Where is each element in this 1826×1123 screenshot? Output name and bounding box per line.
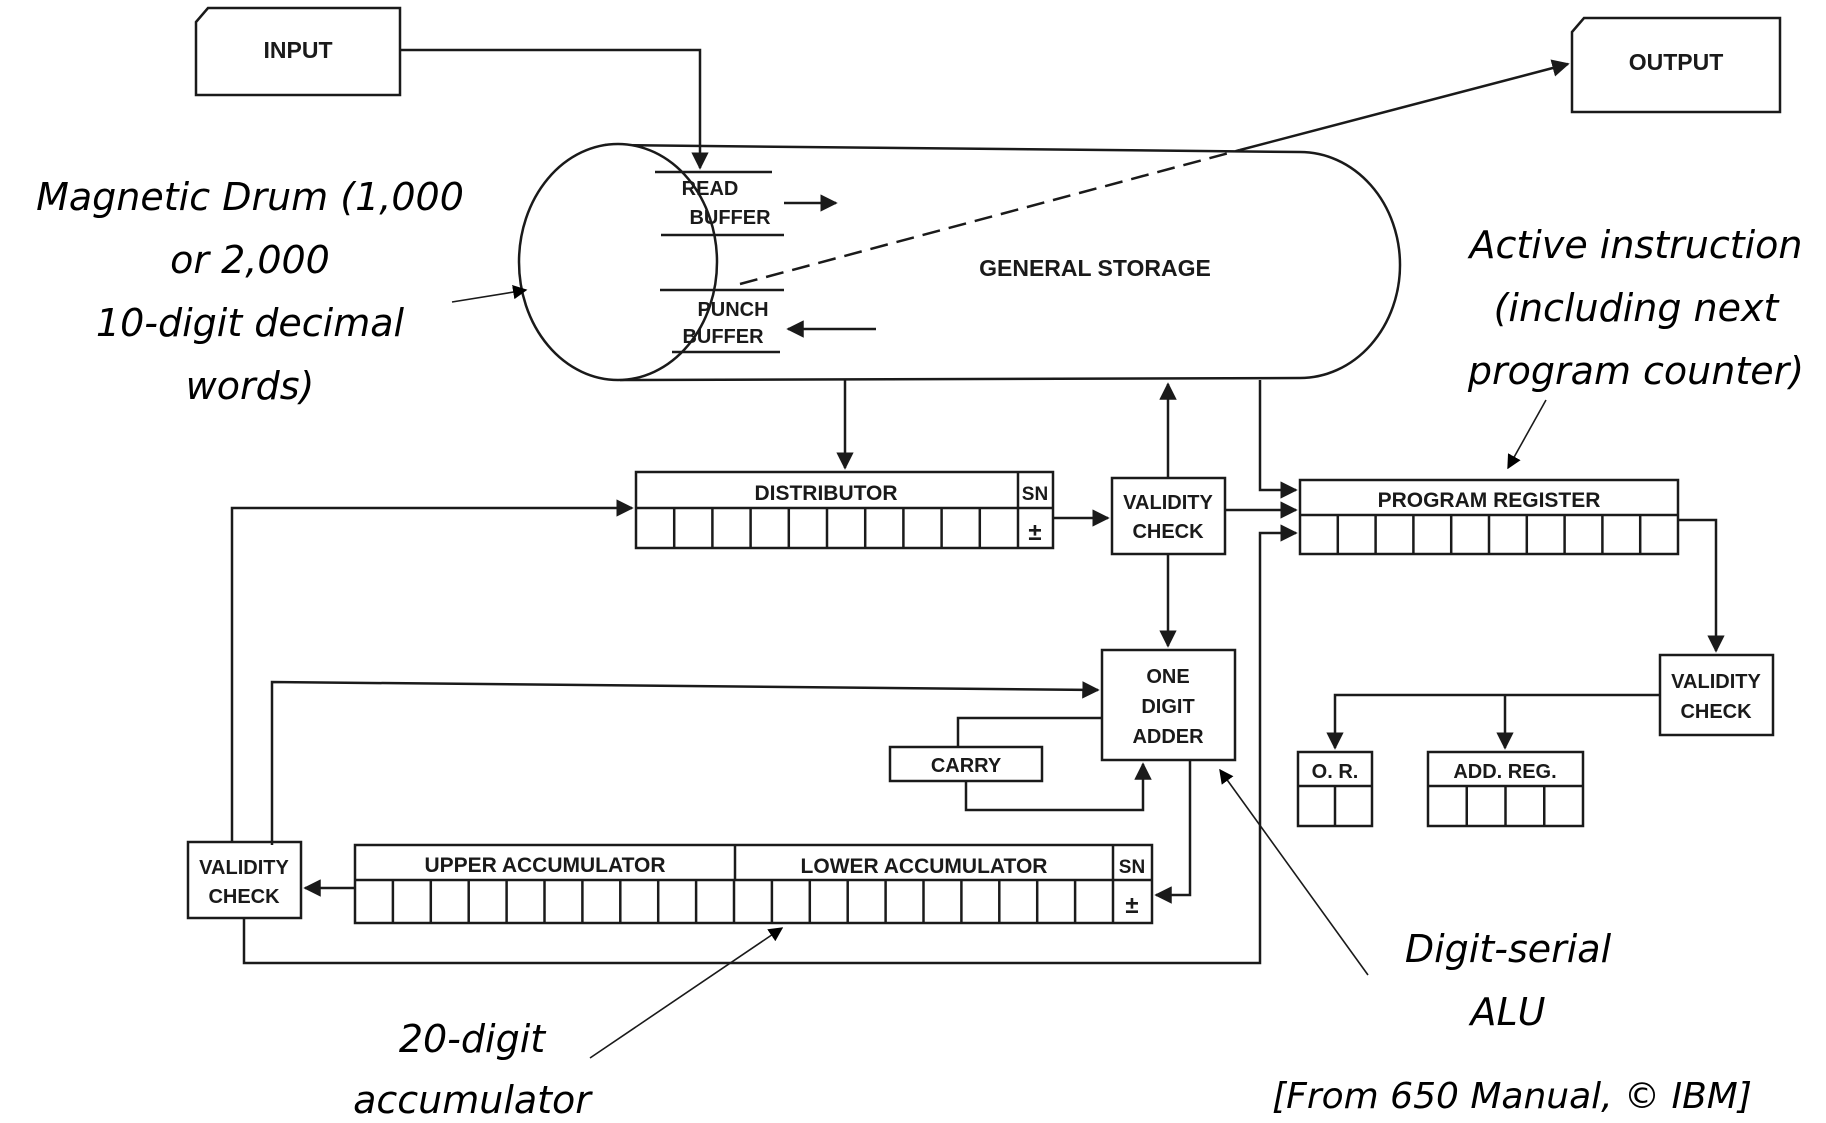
alu-annotation: Digit-serial ALU [1219, 768, 1612, 1034]
input-to-read-buffer-arrow [400, 48, 709, 170]
validity-check-right: VALIDITY CHECK [1658, 653, 1775, 737]
drum-note-line-2: or 2,000 [170, 238, 330, 282]
output-label: OUTPUT [1629, 49, 1724, 75]
carry-return-arrow [964, 762, 1152, 812]
program-register-to-validity-arrow [1678, 518, 1725, 653]
adder-to-accumulator-arrow [1154, 760, 1192, 904]
validity-check-top: VALIDITY CHECK [1110, 476, 1227, 556]
alu-note-pointer [1219, 768, 1369, 976]
program-register-label: PROGRAM REGISTER [1378, 489, 1601, 512]
validity-to-distributor-arrow [230, 499, 634, 842]
flow-connectors [230, 380, 1725, 965]
op-register: O. R. [1296, 750, 1374, 828]
accumulator-register: UPPER ACCUMULATOR LOWER ACCUMULATOR SN ± [353, 843, 1154, 925]
adder-label-3: ADDER [1132, 726, 1204, 748]
adder-label-2: DIGIT [1141, 696, 1194, 718]
carry-loop-arrow [956, 716, 1102, 747]
drum-note-line-4: words) [186, 364, 315, 408]
validity-check-top-label-2: CHECK [1132, 521, 1204, 543]
adder-label-1: ONE [1146, 666, 1189, 688]
read-buffer-label-1: READ [682, 178, 739, 200]
drum-note-line-1: Magnetic Drum (1,000 [36, 175, 464, 219]
alu-note-line-2: ALU [1468, 990, 1546, 1034]
distributor-label: DISTRIBUTOR [754, 482, 897, 505]
validity-check-right-label-2: CHECK [1680, 701, 1752, 723]
punch-buffer-label-2: BUFFER [682, 326, 764, 348]
validity-check-top-label-1: VALIDITY [1123, 492, 1213, 514]
upper-accumulator-label: UPPER ACCUMULATOR [424, 854, 665, 877]
active-instruction-pointer [1507, 399, 1547, 470]
read-buffer: READ BUFFER [655, 170, 784, 237]
carry-register: CARRY [888, 745, 1044, 783]
output-card: OUTPUT [1570, 16, 1782, 114]
validity-check-right-label-1: VALIDITY [1671, 671, 1761, 693]
accumulator-note-line-2: accumulator [353, 1078, 593, 1122]
validity-to-program-register-bottom-arrow [242, 524, 1298, 965]
accumulator-annotation: 20-digit accumulator [353, 927, 784, 1122]
magnetic-drum: READ BUFFER PUNCH BUFFER GENERAL STORAGE [517, 142, 1402, 382]
address-register-label: ADD. REG. [1453, 761, 1556, 783]
drum-annotation: Magnetic Drum (1,000 or 2,000 10-digit d… [36, 175, 528, 408]
distributor-sign-value: ± [1028, 519, 1041, 546]
active-instruction-annotation: Active instruction (including next progr… [1466, 223, 1804, 470]
lower-accumulator-label: LOWER ACCUMULATOR [801, 855, 1048, 878]
accumulator-sign-label: SN [1119, 857, 1145, 878]
read-buffer-label-2: BUFFER [689, 207, 771, 229]
active-instruction-line-2: (including next [1494, 286, 1781, 330]
distributor-sign-label: SN [1022, 484, 1048, 505]
op-register-label: O. R. [1312, 761, 1359, 783]
punch-to-output-path [739, 148, 1241, 286]
general-storage-label: GENERAL STORAGE [979, 255, 1211, 281]
active-instruction-line-1: Active instruction [1466, 223, 1802, 267]
one-digit-adder: ONE DIGIT ADDER [1100, 648, 1237, 762]
accumulator-note-pointer [589, 927, 784, 1059]
active-instruction-line-3: program counter) [1467, 349, 1804, 393]
input-card: INPUT [194, 6, 402, 97]
validity-check-left: VALIDITY CHECK [186, 840, 303, 920]
validity-check-left-label-1: VALIDITY [199, 857, 289, 879]
accumulator-note-line-1: 20-digit [399, 1017, 547, 1061]
punch-buffer-label-1: PUNCH [697, 299, 768, 321]
source-credit: [From 650 Manual, © IBM] [1272, 1076, 1752, 1117]
input-label: INPUT [264, 37, 333, 63]
drum-to-program-register-arrow [1258, 380, 1298, 499]
accumulator-sign-value: ± [1125, 892, 1138, 919]
address-register: ADD. REG. [1426, 750, 1585, 828]
punch-buffer: PUNCH BUFFER [660, 288, 784, 354]
validity-to-op-register-arrow [1326, 693, 1660, 750]
validity-check-left-label-2: CHECK [208, 886, 280, 908]
program-register: PROGRAM REGISTER [1298, 478, 1680, 556]
carry-label: CARRY [931, 755, 1002, 777]
punch-to-output-arrow [1239, 59, 1570, 152]
accumulator-to-adder-arrow [270, 680, 1100, 845]
distributor-register: DISTRIBUTOR SN ± [634, 470, 1055, 550]
drum-note-line-3: 10-digit decimal [96, 301, 405, 345]
alu-note-line-1: Digit-serial [1405, 927, 1612, 971]
drum-note-pointer [451, 284, 528, 303]
